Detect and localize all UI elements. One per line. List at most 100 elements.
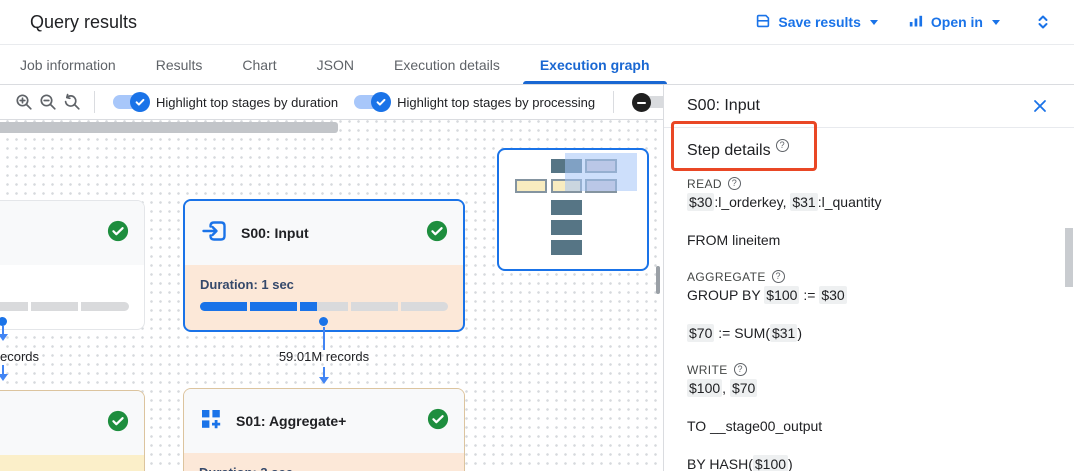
variable-token: $100 bbox=[687, 379, 723, 397]
edge-connector-dot bbox=[319, 317, 328, 326]
progress-fill bbox=[200, 302, 248, 311]
open-in-label: Open in bbox=[930, 14, 983, 30]
zoom-reset-icon[interactable] bbox=[62, 89, 82, 115]
variable-token: $70 bbox=[729, 379, 758, 397]
detail-text: :l_quantity bbox=[817, 194, 882, 210]
progress-segment bbox=[300, 302, 348, 311]
edge-line bbox=[322, 367, 325, 377]
detail-text: GROUP BY bbox=[687, 287, 765, 303]
step-detail-line: FROM lineitem bbox=[687, 231, 1054, 249]
toggle-thumb-check-icon bbox=[130, 92, 150, 112]
variable-token: $70 bbox=[687, 324, 715, 342]
graph-column: Highlight top stages by duration Highlig… bbox=[0, 85, 671, 471]
execution-graph-canvas[interactable]: S00: Input Duration: 1 sec bbox=[0, 120, 663, 471]
stage-node-body bbox=[0, 265, 144, 311]
help-icon[interactable]: ? bbox=[733, 363, 747, 376]
tab-job-information[interactable]: Job information bbox=[20, 56, 116, 73]
success-check-icon bbox=[426, 220, 448, 247]
section-label-read: READ? bbox=[687, 176, 1054, 191]
panel-title: S00: Input bbox=[687, 97, 760, 114]
stage-node-header: S01: Aggregate+ bbox=[184, 389, 464, 453]
horizontal-scrollbar-thumb[interactable] bbox=[0, 122, 338, 133]
save-results-button[interactable]: Save results bbox=[755, 13, 878, 32]
panel-body: Step details ? READ? $30 :l_orderkey, $31:… bbox=[664, 128, 1074, 471]
duration-progress-bar bbox=[0, 302, 129, 311]
toggle-thumb-minus-icon bbox=[632, 93, 652, 112]
edge-line bbox=[1, 365, 4, 374]
stage-node-s00[interactable]: S00: Input Duration: 1 sec bbox=[183, 199, 465, 332]
variable-token: $100 bbox=[752, 455, 789, 471]
graph-toolbar: Highlight top stages by duration Highlig… bbox=[0, 85, 671, 120]
success-check-icon bbox=[107, 410, 129, 437]
help-icon[interactable]: ? bbox=[727, 177, 741, 190]
tab-json[interactable]: JSON bbox=[316, 56, 354, 73]
edge-arrowhead-icon bbox=[0, 334, 8, 341]
close-icon[interactable] bbox=[1032, 98, 1048, 114]
chart-icon bbox=[908, 13, 924, 32]
open-in-button[interactable]: Open in bbox=[908, 13, 1000, 32]
progress-segment bbox=[30, 302, 79, 311]
toggle-thumb-check-icon bbox=[371, 92, 392, 112]
highlight-duration-toggle[interactable] bbox=[113, 92, 150, 112]
step-detail-line: $70 := SUM($31) bbox=[687, 324, 1054, 342]
main-area: Highlight top stages by duration Highlig… bbox=[0, 85, 1074, 471]
stage-duration: Duration: 3 sec bbox=[199, 465, 449, 471]
toggle-processing-wrap: Highlight top stages by processing bbox=[354, 92, 596, 112]
step-detail-line: BY HASH($100) bbox=[687, 455, 1054, 471]
header: Query results Save results bbox=[0, 0, 1074, 45]
detail-text: :l_orderkey, bbox=[714, 194, 791, 210]
help-icon[interactable]: ? bbox=[771, 270, 785, 283]
zoom-in-icon[interactable] bbox=[14, 89, 34, 115]
edge-arrowhead-icon bbox=[318, 377, 329, 384]
stage-node-partial-top[interactable] bbox=[0, 200, 145, 330]
stage-node-header: S00: Input bbox=[185, 201, 463, 265]
vertical-scrollbar-thumb[interactable] bbox=[656, 266, 660, 294]
toolbar-divider bbox=[94, 91, 95, 113]
tab-chart[interactable]: Chart bbox=[242, 56, 277, 73]
edge-line bbox=[322, 327, 325, 350]
highlight-processing-label: Highlight top stages by processing bbox=[397, 94, 596, 110]
stage-node-s01[interactable]: S01: Aggregate+ Duration: 3 sec bbox=[183, 388, 465, 471]
section-label-text: WRITE bbox=[687, 362, 728, 377]
step-detail-line: GROUP BY $100 := $30 bbox=[687, 286, 1054, 304]
progress-fill bbox=[250, 302, 298, 311]
tab-execution-details[interactable]: Execution details bbox=[393, 56, 500, 73]
tab-execution-graph[interactable]: Execution graph bbox=[522, 45, 667, 84]
progress-segment bbox=[0, 302, 28, 311]
section-label-text: AGGREGATE bbox=[687, 269, 766, 284]
variable-token: $31 bbox=[769, 324, 798, 342]
progress-fill bbox=[300, 302, 318, 311]
help-icon[interactable]: ? bbox=[775, 139, 789, 152]
step-detail-line: TO __stage00_output bbox=[687, 417, 1054, 435]
detail-text: ) bbox=[797, 325, 803, 341]
unfold-panel-icon[interactable] bbox=[1030, 9, 1056, 35]
step-details-heading: Step details ? bbox=[687, 138, 1054, 160]
stage-duration: Duration: 1 sec bbox=[200, 277, 294, 292]
progress-segment bbox=[200, 302, 248, 311]
dark-mode-toggle[interactable] bbox=[632, 92, 672, 112]
stage-title: S00: Input bbox=[241, 225, 309, 241]
toggle-duration-wrap: Highlight top stages by duration bbox=[113, 92, 338, 112]
tab-results[interactable]: Results bbox=[155, 56, 203, 73]
toolbar-divider bbox=[613, 91, 615, 113]
stage-node-partial-bottom[interactable] bbox=[0, 390, 145, 471]
panel-header: S00: Input bbox=[664, 85, 1074, 128]
minimap-viewport[interactable] bbox=[565, 153, 637, 191]
panel-scrollbar-thumb[interactable] bbox=[1065, 228, 1073, 287]
step-detail-line: $100, $70 bbox=[687, 379, 1054, 397]
aggregate-stage-icon bbox=[199, 407, 223, 436]
stage-details-panel: S00: Input Step details ? READ? $30 :l_ord… bbox=[663, 85, 1074, 471]
variable-token: $30 bbox=[819, 286, 847, 304]
save-icon bbox=[755, 13, 771, 32]
detail-text: , bbox=[722, 380, 730, 396]
graph-minimap[interactable] bbox=[497, 148, 649, 271]
zoom-out-icon[interactable] bbox=[38, 89, 58, 115]
minimap-stage-dark bbox=[551, 220, 582, 235]
detail-text: ) bbox=[788, 456, 793, 471]
edge-record-count-label: ecords bbox=[0, 349, 40, 364]
edge-record-count-label: 59.01M records bbox=[278, 349, 370, 364]
header-actions: Save results Open in bbox=[755, 9, 1056, 35]
highlight-processing-toggle[interactable] bbox=[354, 92, 392, 112]
